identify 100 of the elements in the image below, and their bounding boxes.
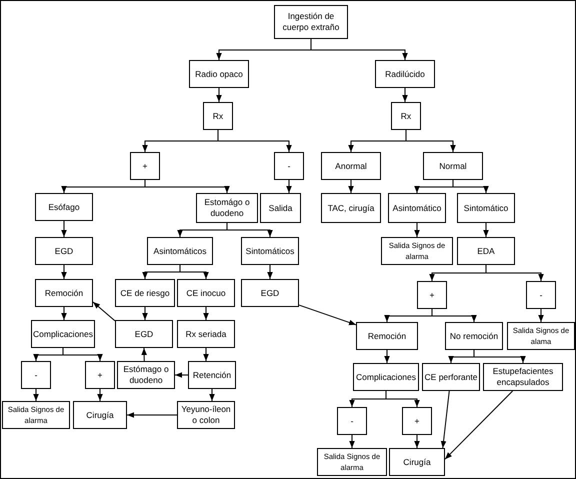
- box-label: -: [288, 160, 290, 172]
- process-box: [422, 363, 480, 391]
- box-label: EDA: [477, 246, 495, 256]
- box-label: Remoción: [44, 288, 84, 298]
- process-box: [31, 320, 95, 348]
- process-box: [526, 281, 556, 309]
- arrow: [61, 220, 67, 238]
- box-label: Yeyuno-íleon o colon: [180, 404, 232, 426]
- box-label: Estupefacientes encapsulados: [492, 366, 554, 388]
- box-label: TAC, cirugía: [328, 202, 374, 214]
- process-box: [353, 363, 419, 391]
- box-label: Salida: [268, 202, 292, 214]
- process-box: [388, 193, 446, 223]
- process-box: [483, 363, 563, 391]
- process-box: [375, 60, 435, 88]
- arrow: [414, 434, 420, 448]
- process-box: [317, 448, 387, 476]
- box-label: -: [350, 416, 354, 426]
- process-box: [177, 320, 235, 348]
- process-box: [73, 401, 127, 429]
- process-box: [445, 322, 503, 350]
- arrow: [349, 434, 355, 448]
- process-box: [321, 193, 381, 223]
- arrow: [218, 130, 292, 152]
- process-box: [457, 237, 515, 265]
- arrow: [174, 372, 188, 378]
- box-label: -: [540, 290, 542, 300]
- process-box: [130, 152, 160, 180]
- arrow: [486, 264, 544, 282]
- process-box: [2, 401, 70, 429]
- process-box: [35, 237, 93, 265]
- arrow: [226, 222, 273, 238]
- arrow: [33, 388, 39, 402]
- box-label: Rx: [400, 110, 412, 122]
- box-label: No remoción: [450, 330, 498, 342]
- box-label: Rx seriada: [186, 328, 226, 340]
- box-label: Estómago o duodeno: [122, 364, 170, 386]
- arrow: [483, 222, 489, 238]
- process-box: [381, 237, 453, 265]
- arrow: [61, 264, 67, 280]
- arrow: [538, 308, 544, 322]
- arrow: [209, 388, 215, 402]
- process-box: [457, 193, 515, 223]
- arrow: [386, 390, 420, 408]
- box-label: EGD: [260, 288, 280, 298]
- box-label: +: [430, 290, 434, 300]
- arrow: [142, 306, 148, 320]
- arrow: [203, 306, 209, 320]
- box-label: +: [98, 370, 102, 380]
- process-box: [85, 361, 115, 389]
- process-box: [177, 279, 235, 307]
- process-box: [337, 407, 367, 435]
- box-label: Cirugía: [86, 410, 114, 420]
- process-box: [389, 448, 445, 476]
- process-box: [189, 60, 249, 88]
- box-label: Cirugía: [403, 456, 431, 468]
- box-label: CE de riesgo: [120, 288, 170, 298]
- box-label: Normal: [439, 160, 467, 172]
- box-label: Ingestión de cuerpo extraño: [282, 11, 340, 33]
- box-label: Complicaciones: [33, 328, 93, 340]
- arrow: [440, 390, 450, 448]
- process-box: [35, 279, 93, 307]
- arrow: [406, 130, 456, 152]
- process-box: [260, 193, 301, 223]
- box-label: CE inocuo: [186, 288, 226, 298]
- box-label: EGD: [134, 328, 154, 340]
- arrow: [402, 88, 408, 102]
- arrow: [348, 180, 354, 194]
- box-label: Anormal: [335, 160, 367, 172]
- box-label: Asintomáticos: [154, 246, 206, 256]
- box-label: Sintomático: [464, 202, 508, 214]
- process-box: [117, 361, 175, 389]
- process-box: [507, 322, 575, 350]
- arrow: [267, 264, 273, 280]
- process-box: [402, 407, 432, 435]
- arrow: [444, 390, 514, 460]
- arrow: [141, 348, 147, 362]
- arrow: [203, 348, 209, 362]
- process-box: [274, 5, 348, 39]
- arrow: [298, 304, 356, 326]
- process-box: [391, 102, 421, 130]
- process-box: [321, 152, 381, 180]
- box-label: Sintomáticos: [246, 246, 294, 256]
- process-box: [196, 193, 258, 223]
- box-label: EGD: [54, 246, 74, 256]
- box-label: Asintomático: [392, 202, 442, 214]
- box-label: Estomágo o duodeno: [203, 197, 251, 219]
- box-label: Radilúcido: [385, 68, 425, 80]
- process-box: [147, 237, 213, 265]
- box-label: Radio opaco: [195, 68, 243, 80]
- box-label: +: [414, 416, 420, 426]
- process-box: [241, 279, 299, 307]
- arrow: [126, 412, 178, 418]
- arrow: [97, 388, 103, 402]
- arrow: [414, 222, 420, 238]
- process-box: [115, 279, 175, 307]
- box-label: Remoción: [368, 330, 406, 342]
- box-label: Rx: [212, 110, 224, 122]
- process-box: [35, 193, 93, 221]
- process-box: [356, 322, 418, 350]
